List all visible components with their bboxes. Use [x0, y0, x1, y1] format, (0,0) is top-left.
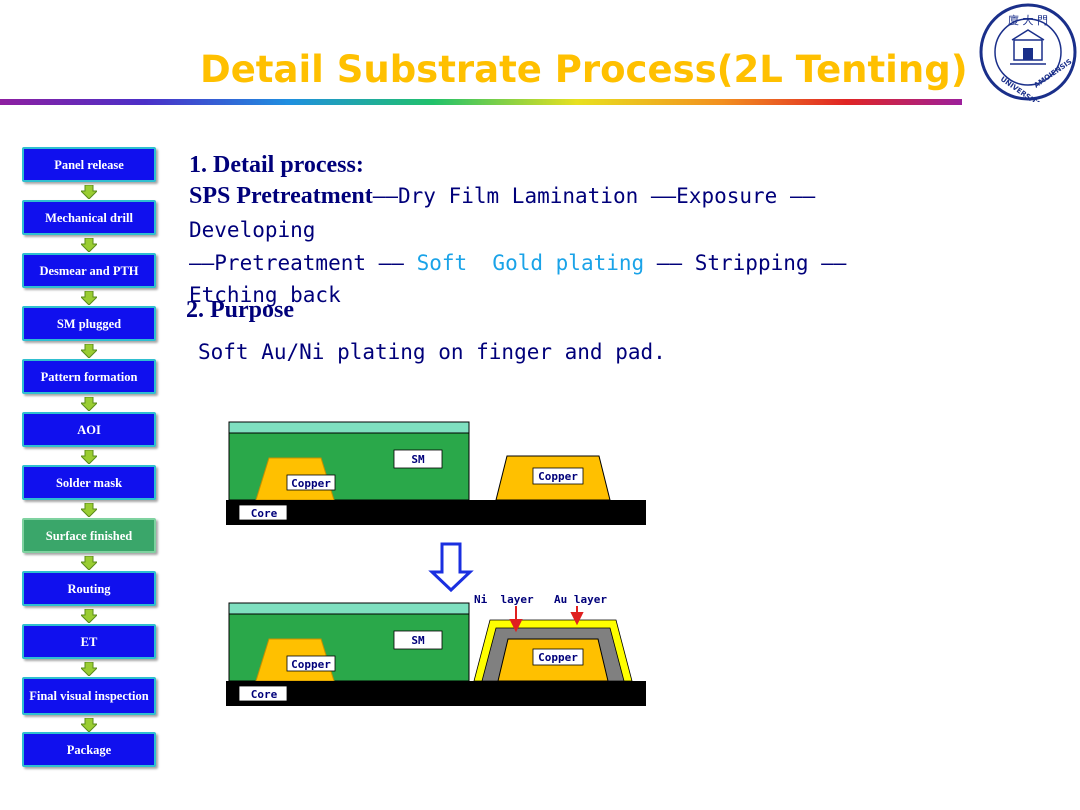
down-arrow-icon — [81, 609, 97, 623]
copper-right-label: Copper — [538, 470, 578, 483]
flow-step-desmear-pth: Desmear and PTH — [22, 253, 156, 288]
core-layer — [226, 500, 646, 525]
cross-section-after: Copper SM Copper Core Ni layer Au layer — [226, 593, 646, 706]
flow-step-package: Package — [22, 732, 156, 767]
down-arrow-icon — [81, 397, 97, 411]
solder-mask-top-layer — [228, 602, 470, 615]
flow-step-mechanical-drill: Mechanical drill — [22, 200, 156, 235]
sm-label: SM — [411, 453, 425, 466]
core-layer — [226, 681, 646, 706]
core-label: Core — [251, 507, 278, 520]
down-arrow-icon — [81, 450, 97, 464]
cross-section-before: Copper SM Copper Core — [226, 421, 646, 525]
down-arrow-icon — [81, 238, 97, 252]
university-seal-logo: 廈 大 門 UNIVERSITAS AMOIENSIS — [979, 3, 1077, 102]
flow-step-sm-plugged: SM plugged — [22, 306, 156, 341]
purpose-text: Soft Au/Ni plating on finger and pad. — [198, 340, 666, 364]
detail-process-heading: 1. Detail process: — [189, 152, 364, 178]
au-layer-label: Au layer — [554, 593, 607, 606]
down-arrow-icon — [81, 344, 97, 358]
process-line-4: Etching back — [189, 283, 341, 307]
ni-layer-label: Ni layer — [474, 593, 534, 606]
sm-label-box — [393, 630, 443, 650]
cross-section-diagram: Copper SM Copper Core Copper SM Copper C… — [226, 421, 646, 706]
process-line-3: ——Pretreatment —— Soft Gold plating —— S… — [189, 251, 846, 275]
svg-text:廈 大 門: 廈 大 門 — [1008, 13, 1048, 27]
flow-step-panel-release: Panel release — [22, 147, 156, 182]
page-title: Detail Substrate Process(2L Tenting) — [200, 48, 968, 91]
process-step-sps: SPS Pretreatment — [189, 183, 373, 209]
copper-left-label-box — [286, 655, 336, 672]
au-layer-pointer-arrow — [570, 606, 584, 626]
rainbow-divider — [0, 99, 962, 105]
copper-left-label-box — [286, 474, 336, 491]
flow-step-final-visual-inspection: Final visual inspection — [22, 677, 156, 715]
down-arrow-icon — [81, 291, 97, 305]
copper-left-label: Copper — [291, 658, 331, 671]
copper-right-label-box — [532, 467, 584, 485]
process-line-3-b: —— Stripping —— — [644, 251, 847, 275]
copper-left-label: Copper — [291, 477, 331, 490]
sm-label: SM — [411, 634, 425, 647]
flow-step-aoi: AOI — [22, 412, 156, 447]
purpose-heading: 2. Purpose — [186, 297, 294, 323]
copper-right-label-box — [532, 648, 584, 666]
down-arrow-icon — [81, 662, 97, 676]
process-line-1: SPS Pretreatment——Dry Film Lamination ——… — [189, 183, 815, 210]
core-label-box — [238, 685, 288, 702]
sm-label-box — [393, 449, 443, 469]
down-arrow-icon — [81, 503, 97, 517]
process-line-2: Developing — [189, 218, 316, 242]
ni-layer-pointer-arrow — [509, 606, 523, 633]
core-label: Core — [251, 688, 278, 701]
flow-step-routing: Routing — [22, 571, 156, 606]
process-step-soft-gold: Soft Gold plating — [416, 251, 645, 275]
solder-mask-top-layer — [228, 421, 470, 434]
flow-step-pattern-formation: Pattern formation — [22, 359, 156, 394]
process-line-3-a: ——Pretreatment —— — [189, 251, 417, 275]
down-arrow-icon — [81, 556, 97, 570]
copper-right-label: Copper — [538, 651, 578, 664]
core-label-box — [238, 504, 288, 521]
process-down-arrow-icon — [428, 542, 474, 593]
flow-step-surface-finished: Surface finished — [22, 518, 156, 553]
down-arrow-icon — [81, 718, 97, 732]
down-arrow-icon — [81, 185, 97, 199]
process-line-1-rest: ——Dry Film Lamination ——Exposure —— — [372, 184, 816, 208]
flow-step-solder-mask: Solder mask — [22, 465, 156, 500]
flow-step-et: ET — [22, 624, 156, 659]
